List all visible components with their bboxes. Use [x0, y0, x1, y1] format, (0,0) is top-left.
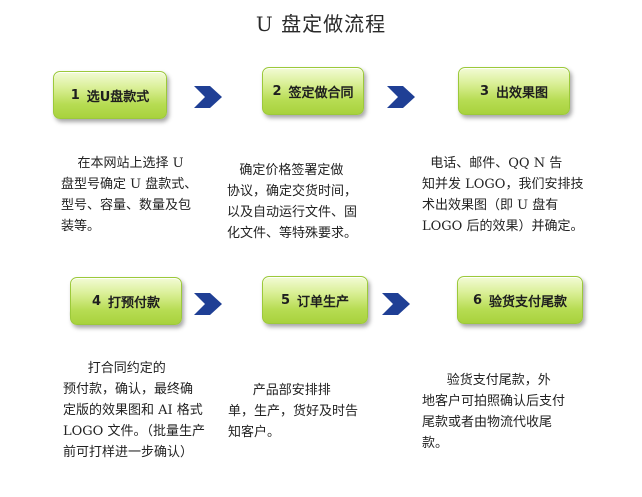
- step-2-sign-contract: 2 签定做合同: [262, 67, 364, 115]
- step-1-select-style: 1 选U盘款式: [53, 71, 167, 119]
- step-label: 验货支付尾款: [489, 294, 568, 310]
- step-number: 3: [479, 83, 490, 99]
- step-number: 5: [280, 292, 291, 308]
- step-3-mockup: 3 出效果图: [458, 67, 570, 115]
- chevron-right-icon: [382, 293, 410, 315]
- step-6-final-payment: 6 验货支付尾款: [457, 276, 583, 324]
- page-title: U 盘定做流程: [255, 12, 387, 36]
- step-label: 出效果图: [496, 85, 549, 101]
- step-number: 1: [70, 87, 80, 103]
- step-4-prepayment: 4 打预付款: [70, 277, 182, 325]
- step-4-description: 打合同约定的 预付款，确认，最终确 定版的效果图和 AI 格式 LOGO 文件。…: [63, 361, 205, 460]
- step-5-description: 产品部安排排 单，生产，货好及时告 知客户。: [228, 383, 359, 440]
- step-label: 订单生产: [297, 294, 350, 310]
- step-1-description: 在本网站上选择 U 盘型号确定 U 盘款式、 型号、容量、数量及包 装等。: [61, 156, 198, 234]
- step-number: 4: [91, 293, 102, 309]
- chevron-right-icon: [194, 293, 222, 315]
- step-label: 选U盘款式: [86, 89, 150, 105]
- step-2-description: 确定价格签署定做 协议，确定交货时间， 以及自动运行文件、固 化文件、等特殊要求…: [227, 163, 358, 241]
- step-number: 6: [472, 292, 483, 308]
- step-6-description: 验货支付尾款，外 地客户可拍照确认后支付 尾款或者由物流代收尾 款。: [422, 373, 566, 451]
- step-label: 打预付款: [108, 295, 161, 311]
- step-label: 签定做合同: [288, 85, 354, 101]
- chevron-right-icon: [387, 86, 415, 108]
- step-number: 2: [272, 83, 282, 99]
- chevron-right-icon: [194, 86, 222, 108]
- step-3-description: 电话、邮件、QQ N 告 知并发 LOGO，我们安排技 术出效果图（即 U 盘有…: [422, 156, 584, 234]
- step-5-production: 5 订单生产: [262, 276, 368, 324]
